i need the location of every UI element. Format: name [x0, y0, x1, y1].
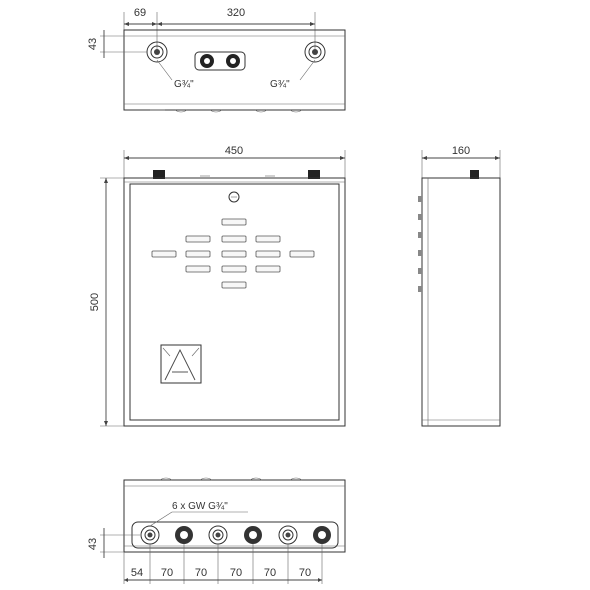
dim-depth-160: 160	[452, 145, 470, 157]
dim-spacing-320: 320	[227, 7, 245, 19]
manifold-bar	[131, 521, 339, 549]
bottom-dim-4: 70	[264, 567, 276, 579]
vent-slots	[151, 218, 315, 289]
thread-label-right: G¾"	[270, 79, 290, 90]
top-view-body	[123, 29, 346, 111]
connection-6	[313, 526, 331, 544]
top-view: 69 320 G¾" G¾	[87, 7, 346, 113]
dim-width-450: 450	[225, 145, 243, 157]
side-view: 160	[418, 145, 501, 427]
bottom-dim-0: 54	[131, 567, 143, 579]
side-holes	[418, 196, 422, 292]
connection-4	[244, 526, 262, 544]
bottom-view: 6 x GW G¾" 43 54 70 70 70 70 70	[87, 477, 346, 584]
side-body	[421, 177, 501, 427]
bottom-dim-3: 70	[230, 567, 242, 579]
side-top-fitting	[470, 170, 479, 179]
top-dim-height-43: 43	[87, 38, 99, 50]
bottom-dim-2: 70	[195, 567, 207, 579]
bottom-dim-5: 70	[299, 567, 311, 579]
dim-offset-69: 69	[134, 7, 146, 19]
cabinet-door	[129, 183, 340, 421]
bottom-view-body	[123, 479, 346, 553]
connections-label: 6 x GW G¾"	[172, 501, 228, 512]
top-center-fittings	[194, 51, 246, 71]
thread-label-left: G¾"	[174, 79, 194, 90]
connection-5	[278, 525, 298, 545]
dim-height-500: 500	[89, 293, 101, 311]
front-top-right-fitting	[308, 170, 320, 179]
cabinet-body	[123, 177, 346, 427]
bottom-connections	[140, 525, 331, 545]
front-view: 450 500	[89, 145, 346, 427]
connection-1	[140, 525, 160, 545]
bottom-dim-1: 70	[161, 567, 173, 579]
top-right-connection	[304, 41, 326, 63]
connection-2	[175, 526, 193, 544]
front-top-left-fitting	[153, 170, 165, 179]
connection-3	[208, 525, 228, 545]
door-lock-icon	[228, 191, 240, 203]
bottom-dim-height-43: 43	[87, 538, 99, 550]
brand-logo-icon	[160, 344, 202, 384]
